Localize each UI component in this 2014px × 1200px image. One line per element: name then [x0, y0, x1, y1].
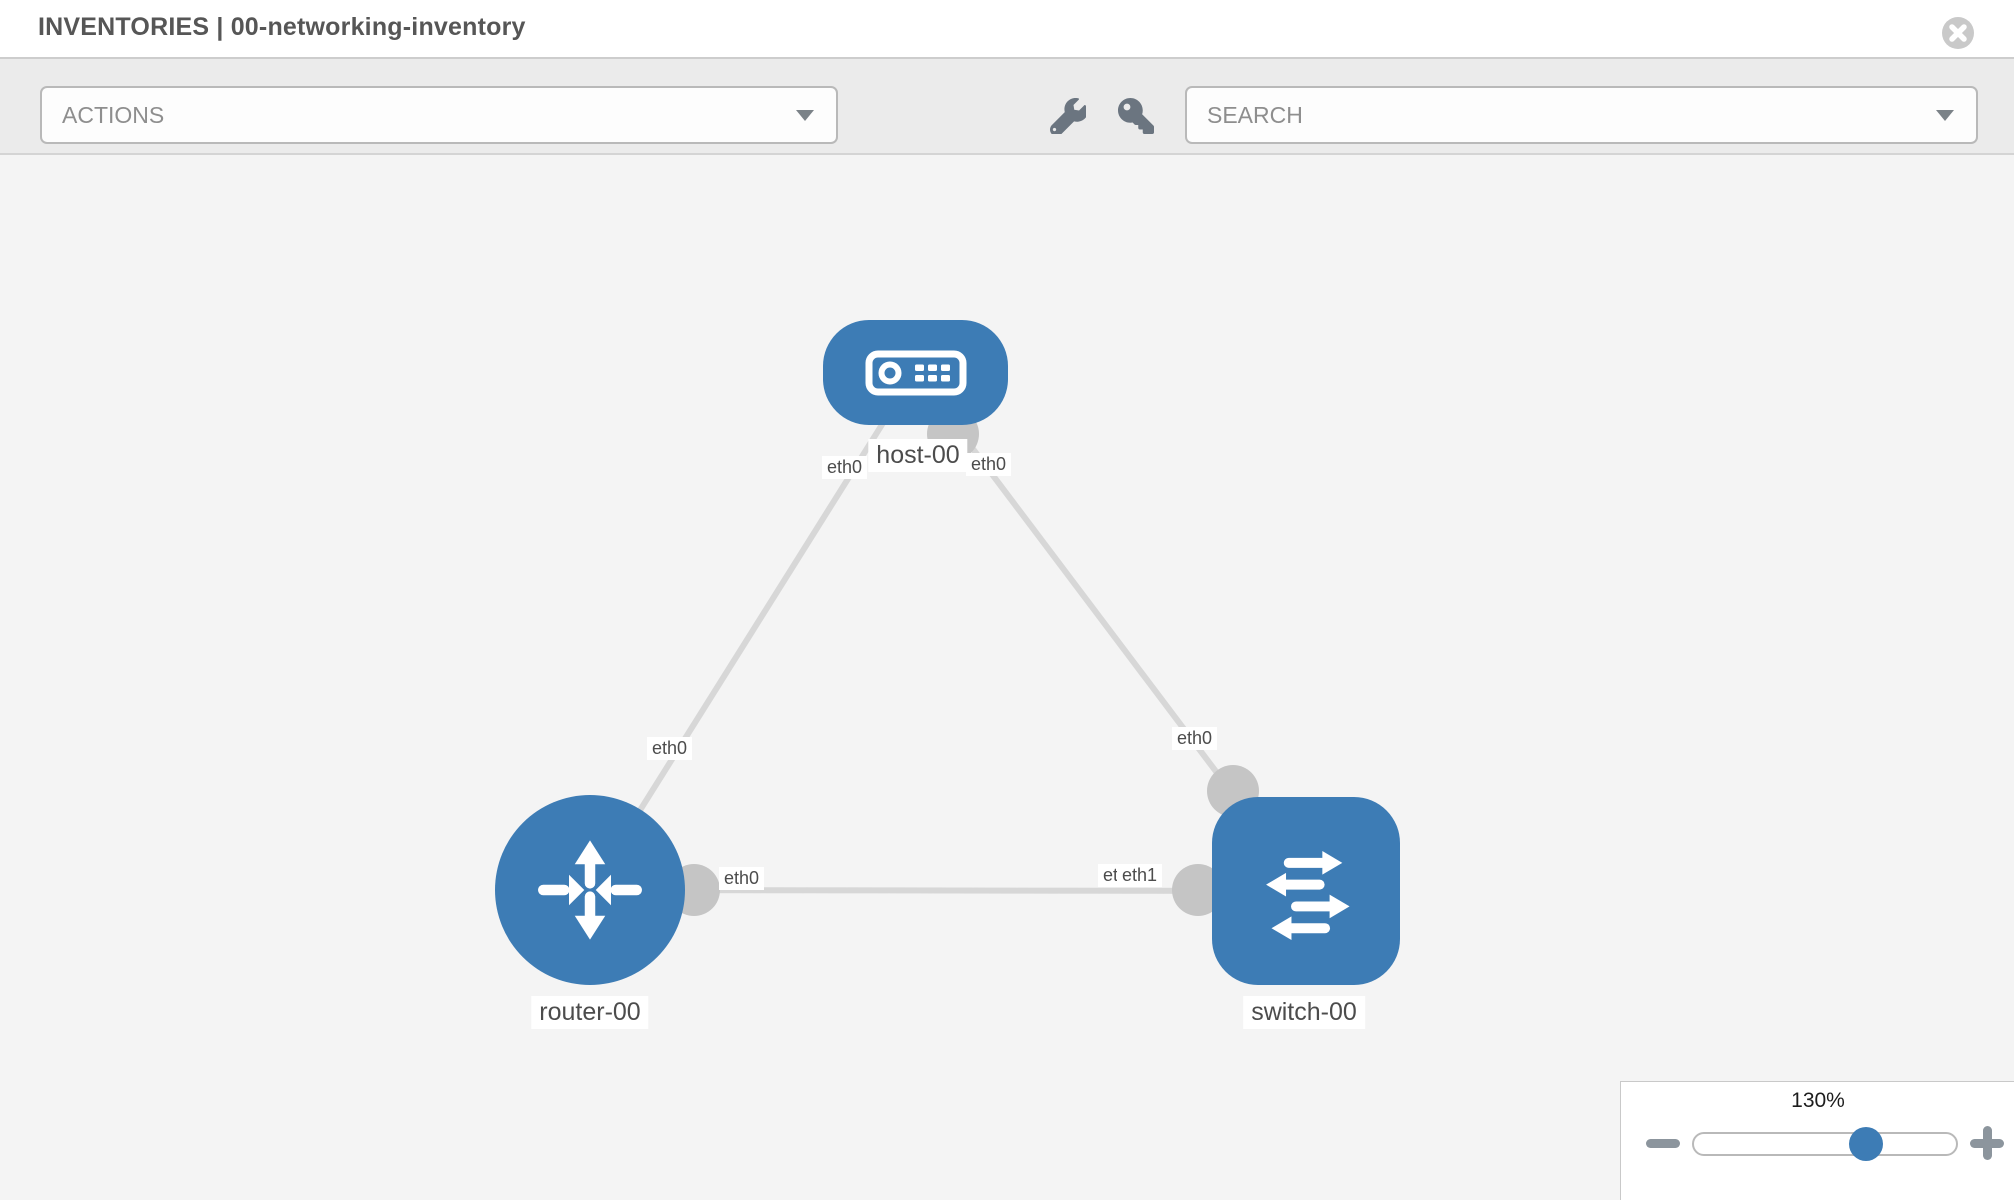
node-label-switch: switch-00	[1243, 996, 1365, 1029]
eth-label-switch-left-front: eth1	[1117, 864, 1163, 887]
actions-dropdown-label: ACTIONS	[62, 101, 165, 128]
zoom-slider-track[interactable]	[1692, 1127, 1958, 1161]
close-icon	[1942, 17, 1974, 49]
node-label-host: host-00	[868, 439, 968, 472]
eth-label-router-top: eth0	[647, 737, 693, 760]
search-dropdown-label: SEARCH	[1207, 101, 1303, 128]
search-dropdown[interactable]: SEARCH	[1185, 86, 1978, 144]
eth-label-router-right: eth0	[719, 867, 765, 890]
switch-arrows-icon	[1266, 851, 1350, 941]
interface-dot-switch-left	[1172, 864, 1224, 916]
credentials-button[interactable]	[1118, 98, 1154, 134]
node-host-00[interactable]	[823, 320, 1008, 425]
eth-label-host-right: eth0	[966, 453, 1012, 476]
node-router-00[interactable]	[495, 795, 685, 985]
chevron-down-icon	[796, 110, 814, 121]
zoom-slider-thumb[interactable]	[1849, 1127, 1883, 1161]
server-icon	[865, 350, 966, 395]
close-button[interactable]	[1940, 15, 1976, 51]
node-switch-00[interactable]	[1212, 797, 1400, 985]
zoom-out-button[interactable]	[1646, 1139, 1680, 1148]
actions-dropdown[interactable]: ACTIONS	[40, 86, 838, 144]
header: INVENTORIES | 00-networking-inventory	[0, 0, 2014, 57]
zoom-control-panel: 130%	[1620, 1081, 2014, 1200]
wrench-icon	[1050, 97, 1088, 137]
zoom-level-text: 130%	[1791, 1089, 1845, 1112]
eth-label-switch-top: eth0	[1172, 727, 1218, 750]
eth-label-host-left: eth0	[822, 456, 868, 479]
configure-button[interactable]	[1050, 97, 1088, 137]
topology-links-layer	[587, 370, 1309, 916]
topology-canvas[interactable]	[0, 155, 2014, 1200]
router-arrows-icon	[538, 840, 642, 940]
node-label-router: router-00	[531, 996, 649, 1029]
zoom-in-button[interactable]	[1970, 1126, 2004, 1160]
chevron-down-icon	[1936, 110, 1954, 121]
toolbar: ACTIONS SEARCH	[0, 57, 2014, 155]
page-title: INVENTORIES | 00-networking-inventory	[38, 13, 526, 41]
key-icon	[1118, 98, 1154, 134]
